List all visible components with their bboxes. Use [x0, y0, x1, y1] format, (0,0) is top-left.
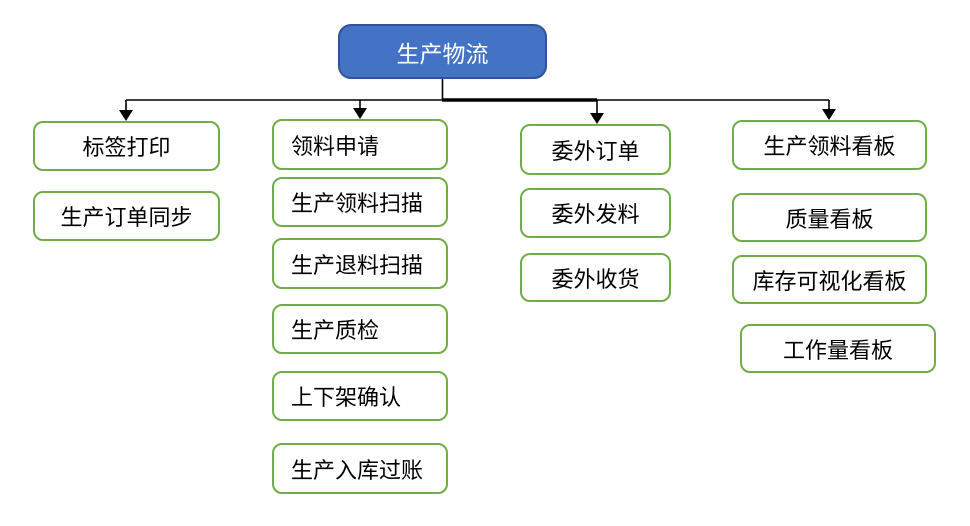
node-label: 生产入库过账	[291, 458, 424, 484]
node-production-logistics: 生产物流	[338, 24, 547, 79]
node-label: 生产订单同步	[60, 206, 193, 231]
node-label: 生产质检	[291, 319, 380, 344]
arrow-down-col1-icon	[119, 110, 133, 121]
node-shelf-on-off-confirmation: 上下架确认	[272, 371, 448, 421]
node-label: 领料申请	[291, 134, 380, 160]
node-production-picking-scan: 生产领料扫描	[272, 177, 448, 227]
node-production-warehousing-posting: 生产入库过账	[272, 443, 448, 494]
node-production-picking-kanban: 生产领料看板	[732, 120, 927, 170]
node-label: 委外订单	[551, 139, 640, 165]
node-outsourcing-receiving: 委外收货	[520, 253, 671, 302]
node-label: 委外收货	[551, 267, 640, 293]
node-label: 生产领料扫描	[291, 192, 424, 217]
node-production-quality-inspection: 生产质检	[272, 304, 448, 354]
node-label: 工作量看板	[782, 338, 893, 364]
node-label: 质量看板	[785, 207, 874, 233]
node-outsourcing-order: 委外订单	[520, 124, 671, 175]
node-production-return-scan: 生产退料扫描	[272, 238, 448, 289]
node-label: 库存可视化看板	[752, 269, 907, 295]
arrow-down-col3-icon	[590, 113, 604, 124]
node-workload-kanban: 工作量看板	[740, 324, 936, 373]
node-label: 生产领料看板	[763, 135, 896, 160]
arrow-down-col2-icon	[353, 108, 367, 119]
node-label: 委外发料	[551, 203, 640, 228]
node-production-order-sync: 生产订单同步	[33, 191, 220, 241]
node-label-printing: 标签打印	[33, 121, 220, 171]
node-label: 生产物流	[396, 41, 489, 68]
node-label: 标签打印	[82, 136, 171, 161]
node-quality-kanban: 质量看板	[732, 193, 927, 242]
node-label: 生产退料扫描	[291, 253, 424, 279]
node-material-requisition: 领料申请	[272, 119, 448, 170]
node-outsourcing-material-issue: 委外发料	[520, 188, 671, 238]
node-label: 上下架确认	[291, 386, 402, 411]
node-inventory-visualization-kanban: 库存可视化看板	[732, 255, 927, 304]
arrow-down-col4-icon	[822, 109, 836, 120]
